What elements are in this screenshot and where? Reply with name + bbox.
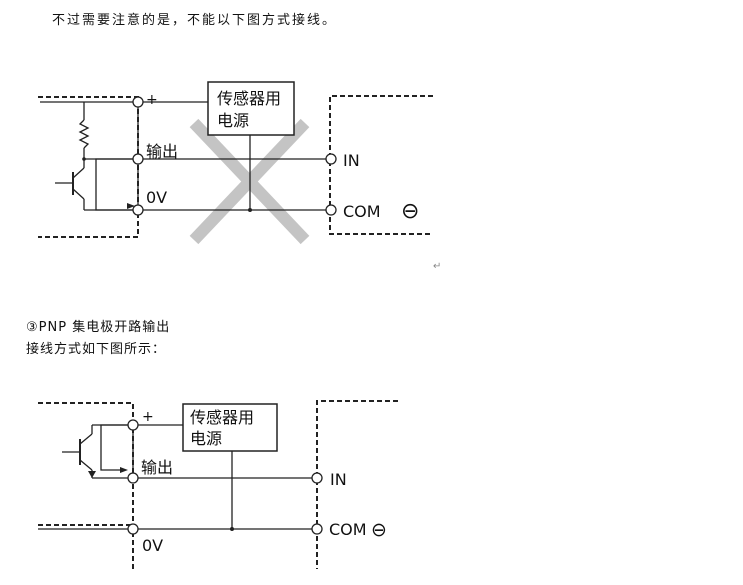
output-label: 输出 [146, 142, 178, 161]
intro-text: 不过需要注意的是，不能以下图方式接线。 [52, 13, 338, 28]
power-supply-box [207, 81, 295, 136]
section-subtitle: 接线方式如下图所示： [26, 342, 167, 357]
terminal-plus-2 [127, 419, 139, 431]
terminal-plus [132, 96, 144, 108]
plus-label: + [142, 409, 154, 425]
minus-icon: ⊖ [401, 199, 419, 224]
power-box-line1: 传感器用 [190, 408, 254, 427]
in-label: IN [343, 151, 360, 170]
in-label: IN [330, 470, 347, 489]
output-label: 输出 [141, 458, 173, 477]
plus-label: + [146, 92, 158, 108]
terminal-output-2 [127, 472, 139, 484]
sensor-frame-2 [38, 402, 134, 569]
power-box-line1: 传感器用 [217, 89, 281, 108]
terminal-0v-2 [127, 523, 139, 535]
power-box-line2: 电源 [217, 111, 249, 130]
return-mark: ↵ [433, 261, 442, 272]
terminal-com [325, 204, 337, 216]
power-box-line2: 电源 [190, 429, 222, 448]
resistor [78, 119, 90, 149]
terminal-output [132, 153, 144, 165]
controller-frame-2 [316, 400, 398, 569]
section-number: ③ [26, 320, 39, 335]
terminal-com-2 [311, 523, 323, 535]
section-title-text: PNP 集电极开路输出 [38, 320, 171, 335]
com-label: COM [329, 520, 367, 539]
terminal-in [325, 153, 337, 165]
terminal-0v [132, 204, 144, 216]
com-label: COM [343, 202, 381, 221]
zero-v-label: 0V [142, 536, 163, 555]
terminal-in-2 [311, 472, 323, 484]
section-title: ③PNP 集电极开路输出 [26, 316, 170, 335]
minus-icon: ⊖ [371, 519, 387, 541]
power-supply-box-2 [182, 403, 278, 452]
controller-frame [329, 95, 433, 235]
incorrect-wiring-diagram: 传感器用 电源 + 输出 0V IN COM ⊖ [38, 81, 433, 245]
zero-v-label: 0V [146, 188, 167, 207]
